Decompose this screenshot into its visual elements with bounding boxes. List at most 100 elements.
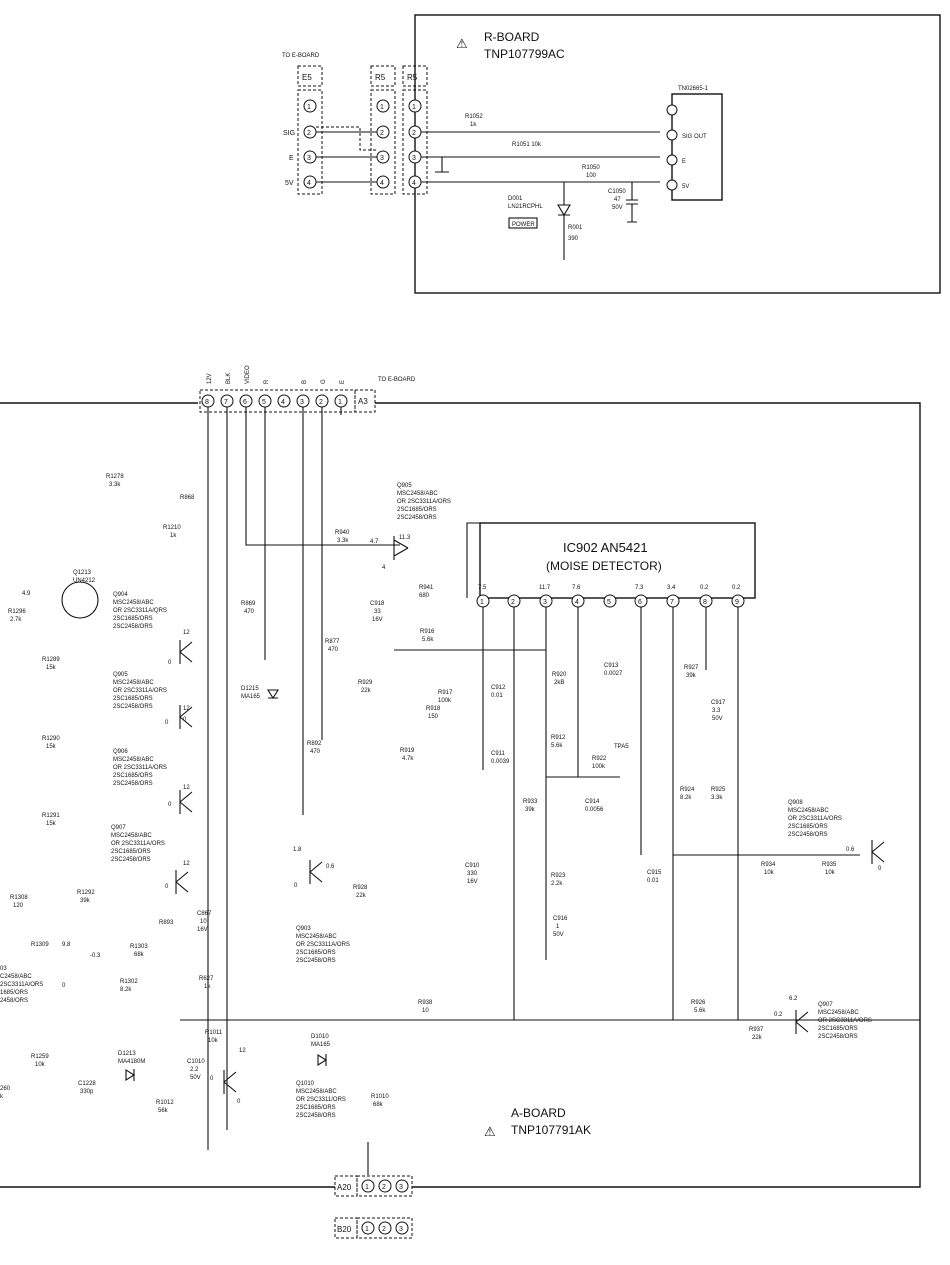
svg-text:2458/ORS: 2458/ORS (0, 998, 28, 1004)
a-board-title: A-BOARD (511, 1106, 566, 1120)
svg-text:UN4212: UN4212 (73, 578, 96, 584)
svg-text:33: 33 (374, 609, 381, 615)
svg-text:R1289: R1289 (42, 657, 60, 663)
e-label: E (289, 155, 294, 162)
svg-text:0.01: 0.01 (647, 878, 659, 884)
conn-e5-pins-box (297, 89, 323, 195)
svg-text:8.2k: 8.2k (120, 987, 132, 993)
to-eboard-label: TO E-BOARD (282, 53, 320, 59)
svg-text:R1302: R1302 (120, 979, 138, 985)
svg-text:2: 2 (380, 130, 384, 137)
b20-pins-box (356, 1217, 413, 1239)
svg-text:7.5: 7.5 (478, 585, 487, 591)
svg-text:2kB: 2kB (554, 680, 564, 686)
conn-r5a-pins: 1 2 3 4 (376, 99, 390, 189)
svg-text:MSC2458/ABC: MSC2458/ABC (397, 491, 438, 497)
svg-text:10: 10 (200, 919, 207, 925)
svg-text:12: 12 (183, 630, 190, 636)
conn-r5b-box (402, 65, 428, 87)
svg-text:5.6k: 5.6k (422, 637, 434, 643)
svg-text:R869: R869 (241, 601, 256, 607)
r-board-wires (421, 131, 660, 183)
svg-text:2: 2 (382, 1226, 386, 1233)
r001-label: R001 (568, 225, 583, 231)
svg-text:MSC2458/ABC: MSC2458/ABC (296, 934, 337, 940)
svg-text:R933: R933 (523, 799, 538, 805)
svg-text:12V: 12V (207, 373, 213, 384)
ic902-pin-voltages: 7.5 11.7 7.6 7.3 3.4 0.2 0.2 (478, 585, 741, 591)
svg-text:2SC1685/ORS: 2SC1685/ORS (296, 1105, 336, 1111)
svg-text:OR 2SC3311A/QRS: OR 2SC3311A/QRS (113, 608, 167, 614)
svg-text:39k: 39k (686, 673, 697, 679)
svg-text:E: E (340, 380, 346, 384)
power-box (508, 217, 538, 229)
svg-text:R1010: R1010 (371, 1094, 389, 1100)
svg-text:8: 8 (703, 599, 707, 606)
d1010-symbol (317, 1054, 328, 1066)
svg-text:1k: 1k (170, 533, 177, 539)
svg-text:12: 12 (183, 861, 190, 867)
d1213-symbol (125, 1069, 136, 1081)
svg-text:0: 0 (168, 660, 172, 666)
svg-text:2SC1685/ORS: 2SC1685/ORS (818, 1026, 858, 1032)
svg-text:11.3: 11.3 (399, 535, 411, 541)
svg-text:R924: R924 (680, 787, 695, 793)
svg-text:2.7k: 2.7k (10, 617, 22, 623)
d1215-symbol (267, 689, 279, 700)
svg-text:MSC2458/ABC: MSC2458/ABC (818, 1010, 859, 1016)
svg-text:16V: 16V (372, 617, 383, 623)
svg-text:MSC2458/ABC: MSC2458/ABC (113, 757, 154, 763)
svg-text:2SC1685/ORS: 2SC1685/ORS (788, 824, 828, 830)
svg-text:C911: C911 (491, 751, 506, 757)
svg-text:R1290: R1290 (42, 736, 60, 742)
a3-bus-wires (207, 407, 400, 1150)
svg-text:15k: 15k (46, 744, 57, 750)
svg-text:2SC1685/ORS: 2SC1685/ORS (296, 950, 336, 956)
q905b-label: Q905 (113, 672, 128, 678)
svg-text:R893: R893 (159, 920, 174, 926)
svg-text:0: 0 (62, 983, 66, 989)
svg-text:150: 150 (428, 714, 439, 720)
conn-r5a-pins-box (370, 89, 396, 195)
svg-text:10: 10 (422, 1008, 429, 1014)
r-harness-wires (316, 131, 377, 183)
svg-text:2: 2 (307, 130, 311, 137)
svg-text:1: 1 (307, 104, 311, 111)
svg-text:R892: R892 (307, 741, 322, 747)
svg-text:68k: 68k (373, 1102, 384, 1108)
svg-text:0: 0 (210, 1076, 214, 1082)
svg-text:22k: 22k (361, 688, 372, 694)
svg-text:7.3: 7.3 (635, 585, 644, 591)
svg-text:2SC3311A/ORS: 2SC3311A/ORS (0, 982, 43, 988)
svg-text:1: 1 (365, 1184, 369, 1191)
tn-pin-1 (666, 104, 678, 116)
tn-e-label: E (682, 159, 686, 165)
svg-text:C1010: C1010 (187, 1059, 205, 1065)
svg-text:OR 2SC3311A/ORS: OR 2SC3311A/ORS (113, 688, 167, 694)
svg-text:10k: 10k (825, 870, 836, 876)
svg-text:3.3: 3.3 (712, 708, 721, 714)
svg-text:6.2: 6.2 (789, 996, 798, 1002)
c1050-v2: 50V (612, 205, 623, 211)
svg-text:R912: R912 (551, 735, 566, 741)
svg-text:4.9: 4.9 (22, 591, 31, 597)
svg-text:R1296: R1296 (8, 609, 26, 615)
svg-text:VIDEO: VIDEO (245, 365, 251, 384)
svg-text:0.0056: 0.0056 (585, 807, 604, 813)
q1010-label: Q1010 (296, 1081, 315, 1087)
svg-text:R1259: R1259 (31, 1054, 49, 1060)
a3-label: A3 (358, 397, 368, 406)
svg-text:3: 3 (543, 599, 547, 606)
conn-e5-label: E5 (302, 73, 312, 82)
svg-text:7: 7 (670, 599, 674, 606)
svg-text:R1291: R1291 (42, 813, 60, 819)
b20-pins: 1 2 3 (361, 1221, 409, 1235)
svg-text:OR 2SC3311A/ORS: OR 2SC3311A/ORS (111, 841, 165, 847)
svg-text:15k: 15k (46, 821, 57, 827)
conn-r5b-pins: 1 2 3 4 (408, 99, 422, 189)
svg-text:2SC1685/ORS: 2SC1685/ORS (111, 849, 151, 855)
svg-text:2SC2458/ORS: 2SC2458/ORS (818, 1034, 858, 1040)
svg-text:R926: R926 (691, 1000, 706, 1006)
svg-text:k: k (0, 1094, 4, 1100)
